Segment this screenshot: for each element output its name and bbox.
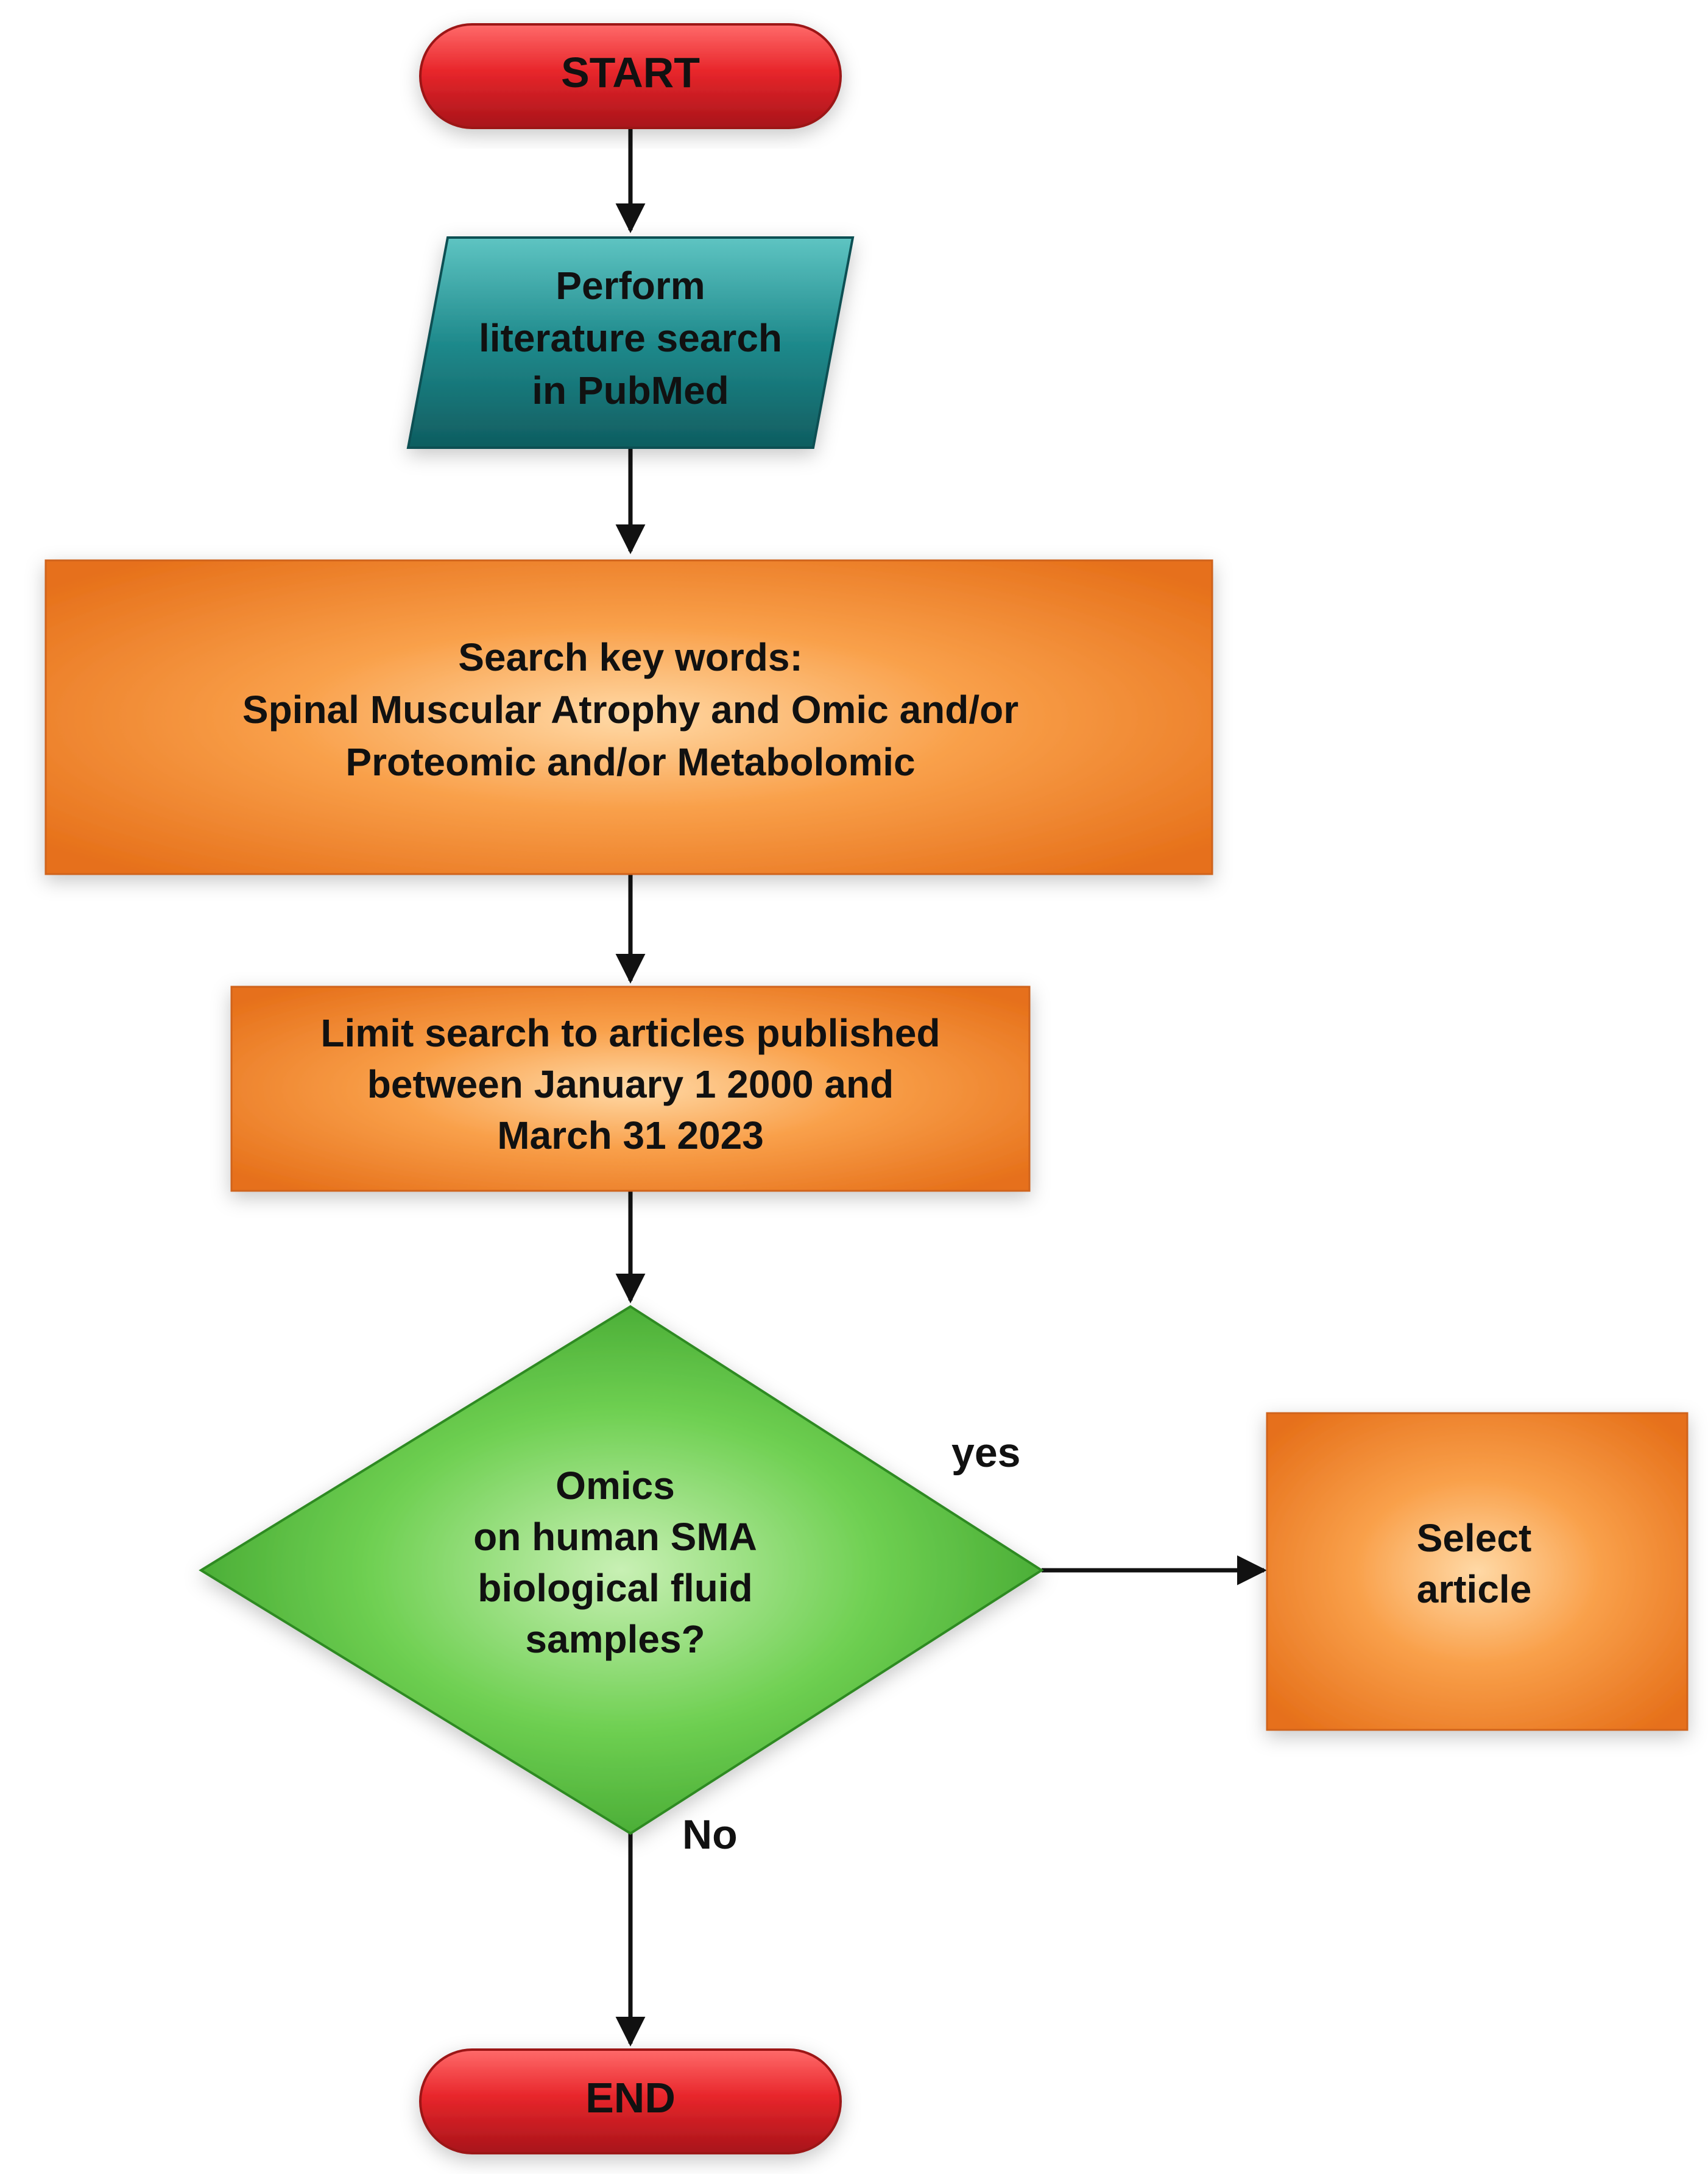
select-process-label-line: article	[1417, 1567, 1532, 1611]
limit-process-label-line: Limit search to articles published	[320, 1011, 940, 1055]
omics-decision-label-line: on human SMA	[473, 1515, 757, 1559]
keywords-process-label: Search key words: Spinal Muscular Atrophy…	[242, 635, 1018, 784]
select-process-node	[1266, 1412, 1689, 1731]
keywords-process-label-line: Spinal Muscular Atrophy and Omic and/or	[242, 688, 1018, 732]
search-input-node	[406, 236, 855, 449]
omics-decision-label-line: biological fluid	[478, 1566, 753, 1610]
limit-process-label: Limit search to articles published betwee…	[320, 1011, 940, 1157]
select-process-label-line: Select	[1417, 1516, 1532, 1560]
end-label-line: END	[585, 2074, 676, 2122]
yes-edge-label: yes	[951, 1430, 1020, 1476]
start-terminal	[419, 23, 842, 129]
end-terminal	[419, 2048, 842, 2154]
omics-decision-label-line: Omics	[556, 1464, 675, 1508]
omics-decision-label: Omics on human SMA biological fluid samples…	[473, 1464, 757, 1661]
search-input-label: Perform literature search in PubMed	[479, 264, 782, 412]
end-label: END	[585, 2074, 676, 2122]
search-input-label-line: literature search	[479, 316, 782, 360]
keywords-process-label-line: Proteomic and/or Metabolomic	[345, 740, 915, 784]
connectors	[615, 129, 1267, 2047]
start-label-line: START	[561, 49, 700, 96]
search-input-label-line: in PubMed	[532, 369, 729, 412]
limit-process-label-line: March 31 2023	[497, 1113, 764, 1157]
omics-decision-node	[199, 1305, 1044, 1835]
search-input-label-line: Perform	[556, 264, 705, 308]
limit-process-node	[230, 986, 1031, 1192]
no-edge-label: No	[682, 1811, 738, 1858]
omics-decision-label-line: samples?	[525, 1617, 705, 1661]
keywords-process-node	[44, 559, 1213, 875]
select-process-label: Select article	[1417, 1516, 1532, 1611]
start-label: START	[561, 49, 700, 96]
limit-process-label-line: between January 1 2000 and	[367, 1062, 894, 1106]
keywords-process-label-line: Search key words:	[458, 635, 803, 679]
